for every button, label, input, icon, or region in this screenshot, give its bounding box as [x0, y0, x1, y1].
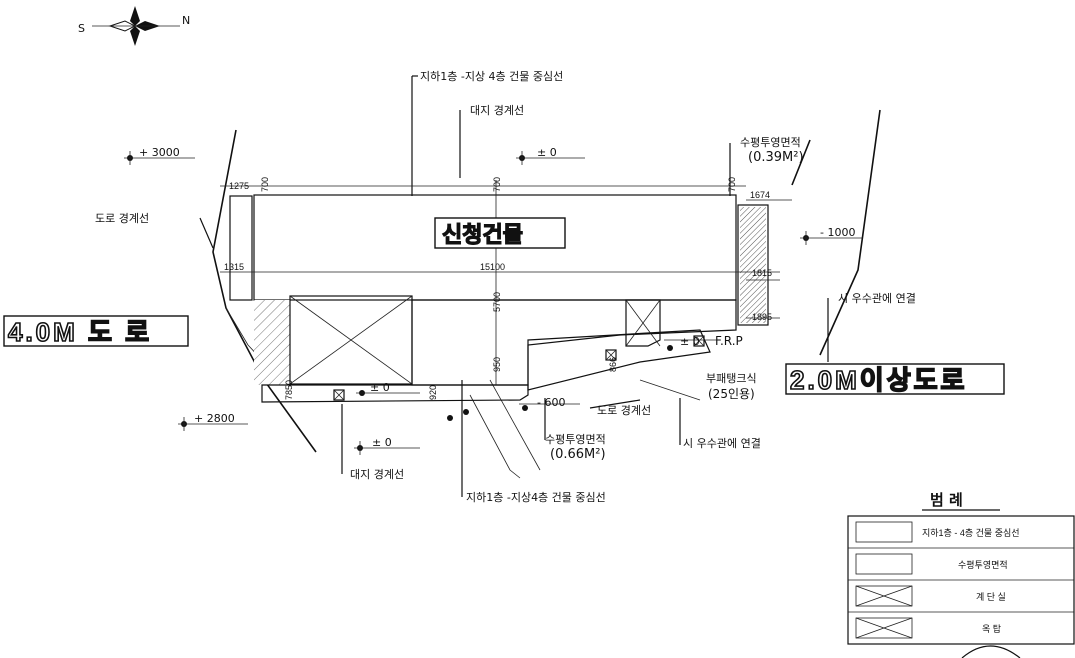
legend-item-label: 수평투영면적: [958, 559, 1008, 570]
elevation-minus-600: - 600: [537, 396, 565, 409]
dimension-866: 866: [608, 357, 618, 372]
dimension-1815: 1815: [752, 268, 772, 278]
elevation-zero-top: ± 0: [537, 146, 557, 159]
rainwater-connection-label-bottom: 시 우수관에 연결: [683, 437, 761, 450]
elevation-marker-icon: [519, 403, 580, 411]
elevation-zero-bottom: ± 0: [372, 436, 392, 449]
frp-label: F.R.P: [715, 334, 743, 348]
dimension-1315: 1315: [224, 262, 244, 272]
elevation-marker-icon: [516, 151, 585, 165]
dimension-920: 920: [428, 385, 438, 400]
dimension-950: 950: [492, 357, 502, 372]
building-label-box: 신청건물: [434, 217, 566, 249]
road-label-left-box: 4.0M 도 로: [3, 315, 189, 348]
dimension-1895: 1895: [752, 312, 772, 322]
elevation-marker-icon: [354, 441, 420, 455]
dimension-1674: 1674: [750, 190, 770, 200]
horizontal-projection-label-bottom: 수평투영면적: [545, 433, 606, 446]
drain-box-icon: [693, 335, 705, 347]
dimension-15100: 15100: [480, 262, 505, 272]
elevation-marker-icon: [447, 409, 469, 421]
elevation-marker-icon: [356, 390, 420, 396]
rooftop-room: [625, 299, 661, 347]
road-label-right: 2.0M이상도로: [790, 365, 967, 395]
projection-area-right: [737, 204, 769, 326]
elevation-marker-icon: [800, 231, 862, 245]
septic-tank-capacity-label: (25인용): [708, 387, 755, 401]
horizontal-projection-value-top: (0.39M²): [748, 150, 804, 165]
drain-box-icon: [333, 389, 345, 401]
legend: 범 례 지하1층 - 4층 건물 중심선 수평투영면적 계 단 실 옥 탑: [847, 491, 1075, 645]
road-label-right-box: 2.0M이상도로: [785, 363, 1005, 396]
dimension-700-left: 700: [260, 177, 270, 192]
road-boundary-label-left: 도로 경계선: [95, 212, 149, 225]
building-center-line-label-bottom: 지하1층 -지상4층 건물 중심선: [466, 490, 606, 504]
legend-item-label: 옥 탑: [982, 623, 1001, 634]
rainwater-connection-label-right: 시 우수관에 연결: [838, 292, 916, 305]
elevation-marker-icon: [664, 339, 720, 351]
legend-item-label: 지하1층 - 4층 건물 중심선: [922, 528, 1020, 538]
legend-item-label: 계 단 실: [976, 591, 1006, 602]
septic-tank-type-label: 부패탱크식: [706, 372, 757, 385]
legend-swatch-hatch-dense: [855, 553, 913, 575]
elevation-marker-icon: [178, 417, 248, 431]
dimension-5700: 5700: [492, 292, 502, 312]
road-boundary-label-bottom: 도로 경계선: [597, 404, 651, 417]
site-boundary-label-bottom: 대지 경계선: [350, 468, 404, 481]
drain-box-icon: [605, 349, 617, 361]
compass-south-label: S: [78, 22, 85, 35]
dimension-700-right: 700: [727, 177, 737, 192]
dimension-7850: 7850: [284, 380, 294, 400]
elevation-plus-3000: + 3000: [139, 146, 180, 159]
elevation-minus-1000: - 1000: [820, 226, 855, 239]
building-label: 신청건물: [442, 223, 523, 248]
horizontal-projection-value-bottom: (0.66M²): [550, 447, 606, 462]
building-center-line-label: 지하1층 -지상 4층 건물 중심선: [420, 69, 563, 83]
compass-rose-icon: [92, 6, 180, 46]
elevation-marker-icon: [124, 151, 195, 165]
projection-area-left: [229, 195, 253, 301]
elevation-zero-bottom-left: ± 0: [370, 381, 390, 394]
elevation-plus-2800: + 2800: [194, 412, 235, 425]
legend-title: 범 례: [930, 491, 963, 509]
seal-stamp: [961, 645, 1021, 658]
legend-swatch-cross: [855, 585, 913, 607]
dimension-1275: 1275: [229, 181, 249, 191]
stair-room: [289, 295, 413, 385]
site-boundary-label-top: 대지 경계선: [470, 104, 524, 117]
road-label-left: 4.0M 도 로: [8, 317, 152, 347]
horizontal-projection-label-top: 수평투영면적: [740, 136, 801, 149]
elevation-zero-right: ± 0: [680, 335, 700, 348]
compass-north-label: N: [182, 14, 190, 27]
legend-swatch-hatch-light: [855, 521, 913, 543]
dimension-700-mid: 700: [492, 177, 502, 192]
site-boundary: [212, 109, 881, 479]
legend-swatch-cross: [855, 617, 913, 639]
